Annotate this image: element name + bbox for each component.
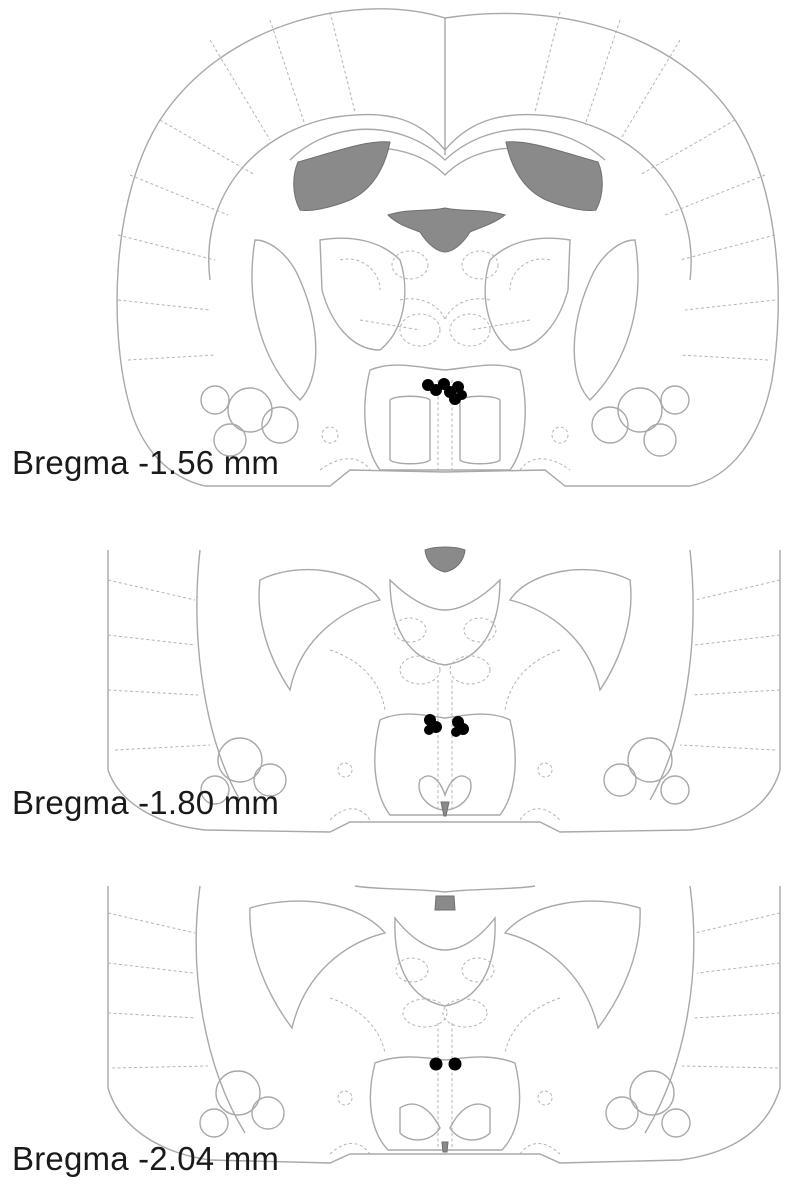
brain-outline-3 <box>108 886 780 1163</box>
cortical-layers-left-3 <box>108 913 208 1068</box>
coronal-section-drawing-1 <box>0 0 790 520</box>
hippocampus-right-3 <box>505 901 640 1028</box>
cortical-layers-right-2 <box>680 580 780 750</box>
section-panel-bregma-2-04: Bregma -2.04 mm <box>0 878 790 1188</box>
hippocampus-right-2 <box>510 570 631 690</box>
cortical-layers-right-3 <box>682 913 780 1068</box>
section-panel-bregma-1-80: Bregma -1.80 mm <box>0 540 790 850</box>
cortex-inner-boundary-1 <box>209 115 691 280</box>
third-ventricle-3 <box>435 896 455 910</box>
bregma-label-2: Bregma -1.80 mm <box>12 786 279 819</box>
bregma-label-1: Bregma -1.56 mm <box>12 446 279 479</box>
section-panel-bregma-1-56: Bregma -1.56 mm <box>0 0 790 520</box>
internal-capsule-left-1 <box>252 240 316 400</box>
injection-sites-1 <box>422 378 467 405</box>
thalamic-nuclei-1 <box>340 251 550 346</box>
lateral-ventricle-right-1 <box>506 142 602 211</box>
lateral-ventricle-left-1 <box>294 142 390 211</box>
hippocampus-left-2 <box>259 570 380 690</box>
internal-capsule-right-1 <box>574 240 638 400</box>
bregma-label-3: Bregma -2.04 mm <box>12 1142 279 1175</box>
cortical-layers-left-2 <box>108 580 210 750</box>
third-ventricle-1 <box>388 208 505 252</box>
hippocampus-left-3 <box>250 901 385 1028</box>
third-ventricle-2 <box>425 547 465 572</box>
amygdala-right-1 <box>592 386 689 456</box>
amygdala-right-2 <box>604 738 689 804</box>
hypothalamus-2 <box>375 714 515 815</box>
hypothalamus-3 <box>370 1057 519 1150</box>
